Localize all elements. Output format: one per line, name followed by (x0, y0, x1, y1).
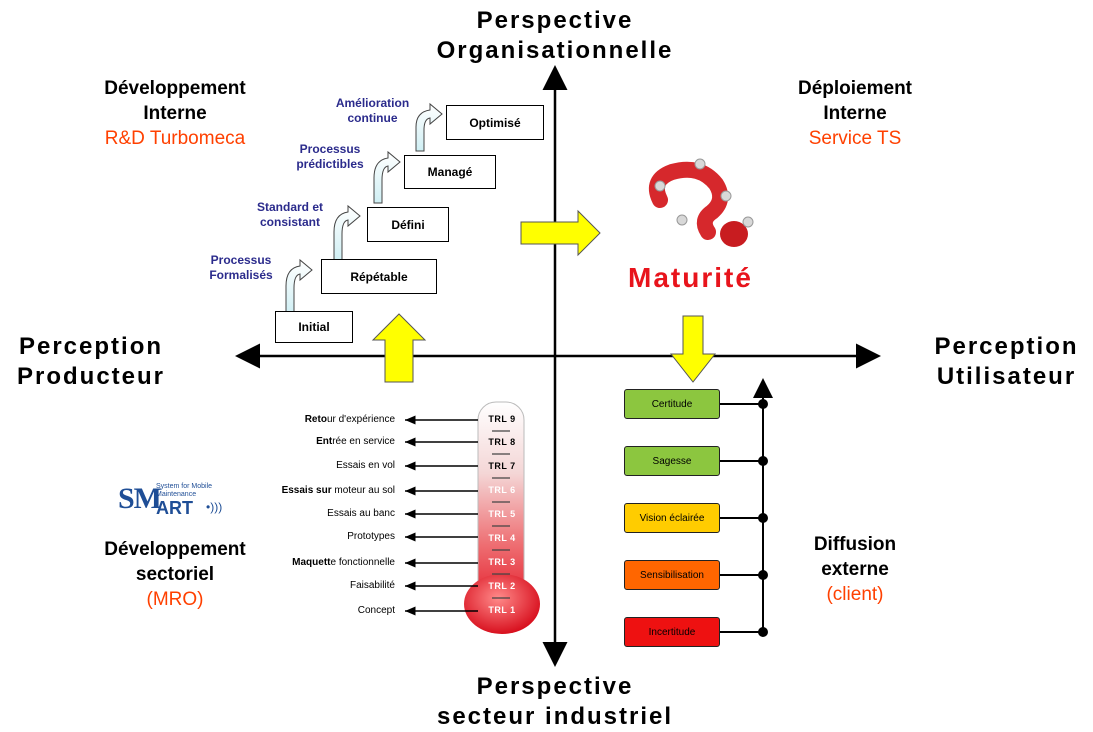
axis-left-title: Perception Producteur (16, 333, 165, 390)
trl-level-tag: TRL 2 (488, 581, 516, 591)
trl-label: Prototypes (347, 531, 395, 542)
annotation-formalises: Processus Formalisés (209, 253, 273, 282)
step-initial: Initial (275, 311, 353, 343)
trl-label: Essais sur moteur au sol (281, 485, 395, 496)
trl-level-tag: TRL 6 (488, 485, 516, 495)
annotation-amelioration: Amélioration continue (335, 96, 410, 125)
quadrant-top-left: Développement Interne R&D Turbomeca (104, 78, 246, 149)
step-optimise: Optimisé (446, 105, 544, 140)
wifi-icon: •))) (206, 500, 223, 514)
smart-logo: SM System for Mobile Maintenance ART •))… (118, 482, 223, 518)
trl-thermometer (464, 401, 540, 634)
staircase-connectors (285, 102, 443, 316)
axis-bottom-title: Perspective secteur industriel (436, 673, 674, 730)
trl-level-tag: TRL 7 (488, 461, 516, 471)
maturity-label: Maturité (628, 262, 753, 293)
quadrant-bottom-right: Diffusion externe (client) (813, 534, 897, 605)
question-mark-illustration (649, 158, 754, 247)
trl-arrows (405, 415, 478, 616)
trl-level-tag: TRL 1 (488, 605, 516, 615)
yellow-arrow-down (669, 315, 717, 383)
diffusion-level-certitude: Certitude (624, 389, 720, 419)
annotation-standard: Standard et consistant (256, 200, 323, 229)
trl-label: Retour d'expérience (304, 414, 395, 425)
annotation-predictibles: Processus prédictibles (296, 142, 364, 171)
trl-label: Maquette fonctionnelle (292, 557, 395, 568)
diffusion-level-incertitude: Incertitude (624, 617, 720, 647)
trl-level-tag: TRL 8 (488, 437, 516, 447)
diffusion-connector (720, 378, 773, 636)
trl-level-tag: TRL 4 (488, 533, 516, 543)
axis-right-title: Perception Utilisateur (934, 333, 1079, 390)
quadrant-top-right: Déploiement Interne Service TS (797, 78, 913, 149)
step-manage: Managé (404, 155, 496, 189)
diffusion-level-sensibilisation: Sensibilisation (624, 560, 720, 590)
yellow-arrow-up (371, 313, 427, 383)
step-repetable: Répétable (321, 259, 437, 294)
trl-label: Concept (357, 605, 395, 616)
trl-level-tag: TRL 9 (488, 414, 516, 424)
trl-level-tag: TRL 5 (488, 509, 516, 519)
trl-label: Essais en vol (336, 460, 395, 471)
yellow-arrow-right (520, 209, 601, 257)
step-defini: Défini (367, 207, 449, 242)
axis-top-title: Perspective Organisationnelle (436, 7, 674, 64)
diffusion-level-sagesse: Sagesse (624, 446, 720, 476)
trl-label: Essais au banc (327, 508, 395, 519)
trl-label: Entrée en service (316, 436, 395, 447)
trl-label: Faisabilité (349, 580, 395, 591)
diffusion-level-vision: Vision éclairée (624, 503, 720, 533)
trl-level-tag: TRL 3 (488, 557, 516, 567)
quadrant-bottom-left: Développement sectoriel (MRO) (104, 539, 246, 610)
